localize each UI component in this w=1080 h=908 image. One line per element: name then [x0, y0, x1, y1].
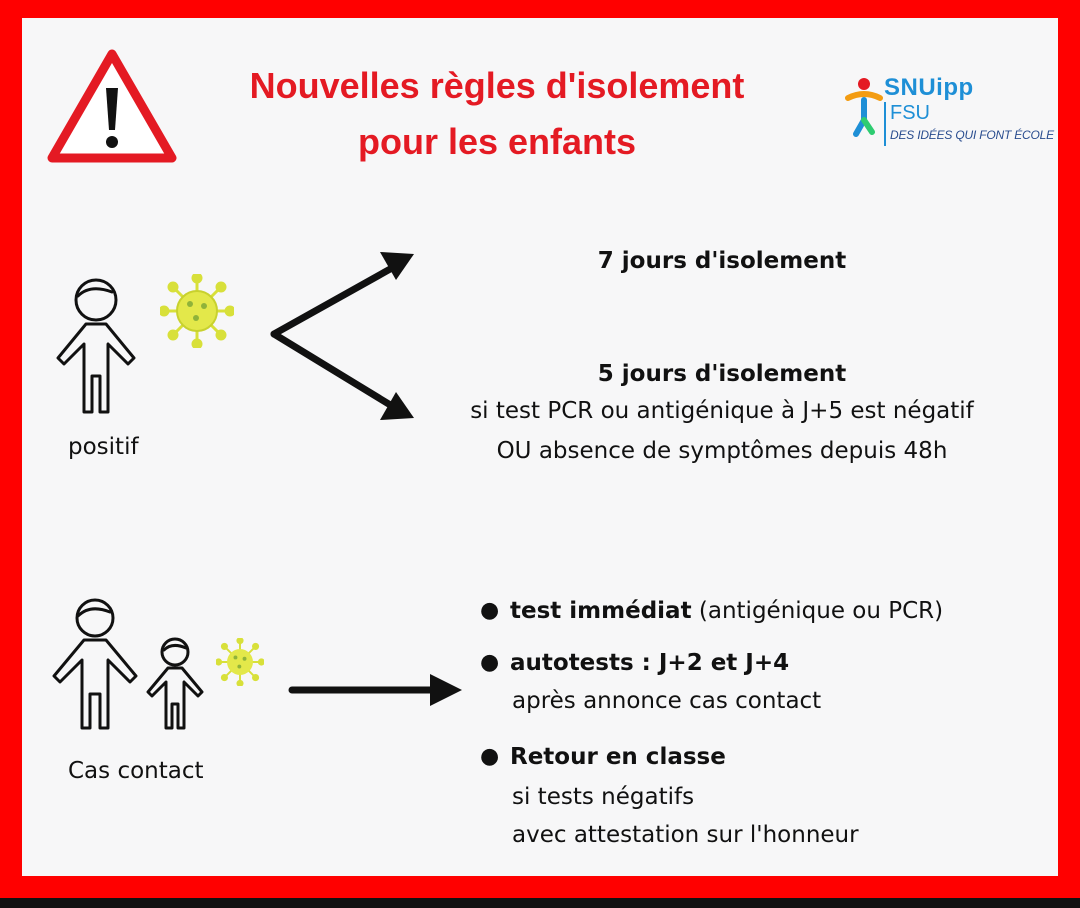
bullet-dot: ● [480, 744, 500, 769]
adult-icon [52, 598, 138, 730]
item-2-bold: autotests : J+2 et J+4 [510, 650, 790, 676]
title-line-2: pour les enfants [357, 121, 637, 162]
item-1-bold: test immédiat [510, 598, 692, 624]
logo-tagline: DES IDÉES QUI FONT ÉCOLE [890, 128, 1054, 142]
logo-brand: SNUipp [884, 74, 974, 101]
option-5-days-condition-1: si test PCR ou antigénique à J+5 est nég… [470, 398, 974, 424]
list-item: test immédiat (antigénique ou PCR) [510, 598, 943, 624]
snuipp-logo-icon [845, 78, 883, 137]
arrow-icon [288, 674, 462, 706]
child-icon [56, 278, 136, 414]
bullet-dot: ● [480, 598, 500, 623]
infographic-panel: Nouvelles règles d'isolement pour les en… [22, 18, 1058, 876]
warning-icon [47, 49, 177, 163]
arrow-icon [270, 252, 414, 420]
option-5-days-condition-2: OU absence de symptômes depuis 48h [496, 438, 948, 464]
contact-label: Cas contact [68, 758, 204, 784]
item-3-line-2: avec attestation sur l'honneur [512, 822, 859, 848]
logo-sub: FSU [890, 102, 930, 124]
option-7-days: 7 jours d'isolement [597, 248, 847, 274]
child-icon [146, 637, 204, 730]
item-2-line-1: après annonce cas contact [512, 688, 822, 714]
positive-label: positif [68, 434, 139, 460]
virus-icon [216, 638, 264, 686]
virus-icon [160, 274, 234, 348]
option-5-days: 5 jours d'isolement [597, 361, 847, 387]
bottom-strip [0, 898, 1080, 908]
bullet-dot: ● [480, 650, 500, 675]
item-3-line-1: si tests négatifs [512, 784, 695, 810]
item-3-bold: Retour en classe [510, 744, 726, 770]
item-1-rest: (antigénique ou PCR) [691, 598, 944, 624]
title-line-1: Nouvelles règles d'isolement [249, 65, 745, 106]
logo-divider [884, 102, 886, 146]
page-title: Nouvelles règles d'isolement pour les en… [172, 58, 822, 170]
